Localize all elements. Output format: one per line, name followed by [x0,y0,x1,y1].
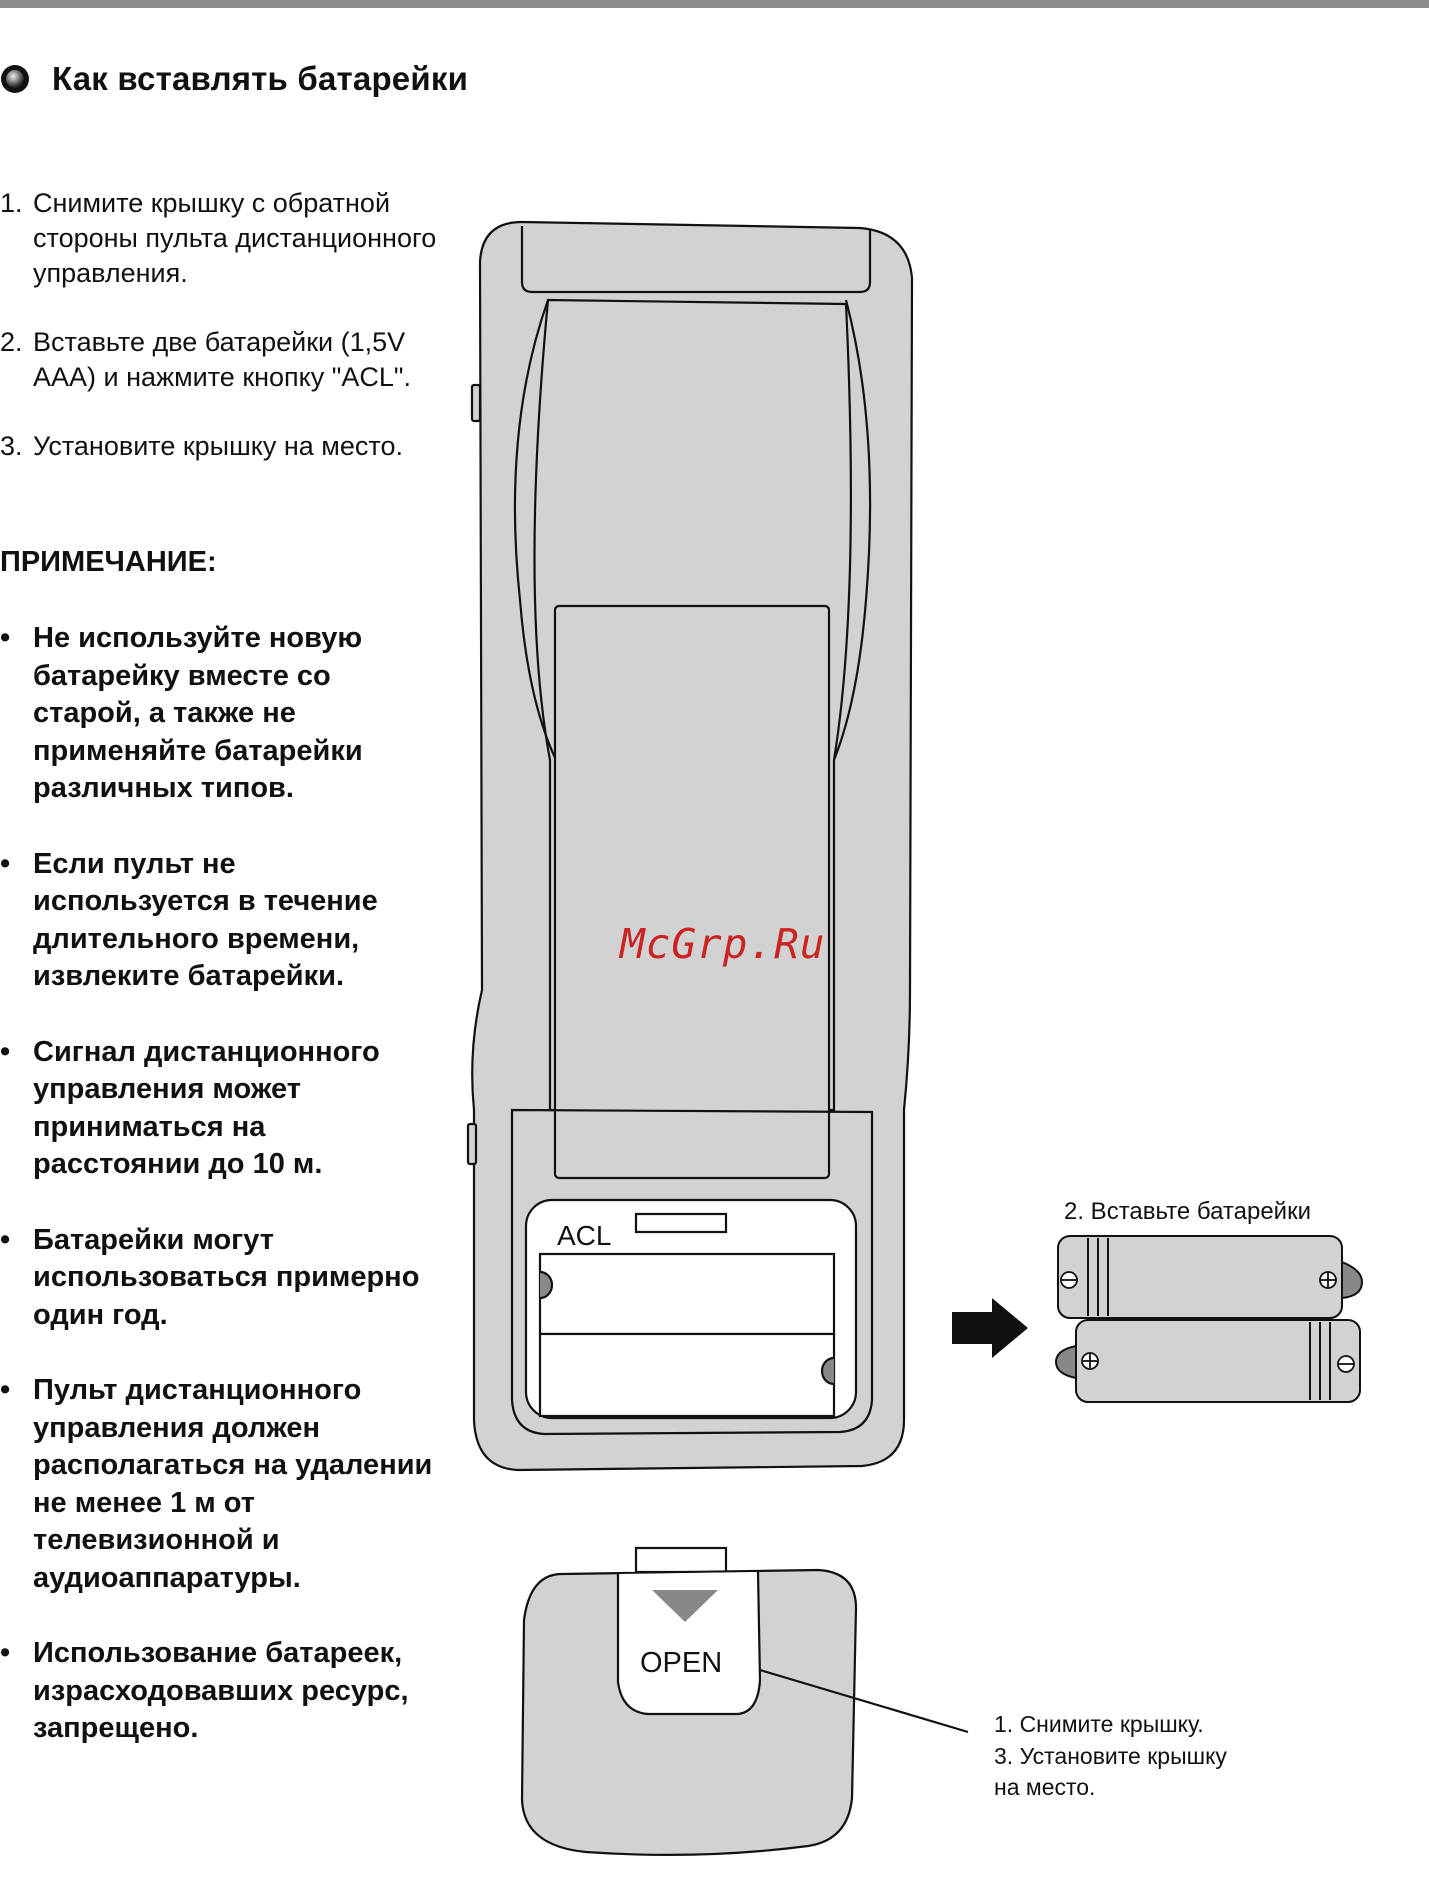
bullet-dot: • [0,1637,11,1669]
note-item: • Не используйте новую батарейку вместе … [0,620,440,808]
watermark: McGrp.Ru [620,920,826,968]
battery-pair-illustration [1054,1235,1364,1403]
note-text: Если пульт не используется в течение дли… [33,847,378,993]
step-text: Установите крышку на место. [33,431,403,461]
triangle-down-icon [652,1590,718,1622]
battery-bottom [1054,1319,1361,1403]
battery-slot-bottom [538,1332,836,1418]
step-number: 3. [0,431,23,461]
steps-list: 1. Снимите крышку с обратной стороны пул… [0,186,440,498]
battery-contact-right [820,1356,835,1386]
round-bullet-icon [1,65,29,93]
remote-inner-panel [553,604,831,1180]
battery-contact-left [539,1270,554,1300]
section-header: Как вставлять батарейки [0,60,468,98]
acl-label: ACL [557,1220,611,1251]
page-title: Как вставлять батарейки [52,60,469,97]
battery-cover-illustration [520,1546,969,1856]
bullet-dot: • [0,1223,11,1256]
cover-tab [634,1546,728,1574]
note-item: • Если пульт не используется в течение д… [0,846,440,996]
side-switch-lower [466,1122,478,1166]
insert-batteries-caption: 2. Вставьте батарейки [1064,1198,1311,1225]
bullet-dot: • [0,1035,11,1068]
remote-top-window [520,226,872,294]
bullet-dot: • [0,1374,11,1406]
remote-lower-section [510,1108,874,1436]
note-text: Сигнал дистанционного управления может п… [33,1035,380,1181]
note-item: • Пульт дистанционного управления должен… [0,1372,440,1597]
note-text: Пульт дистанционного управления должен р… [33,1374,433,1594]
arrow-right-icon [952,1298,1028,1358]
side-switch-upper [470,383,482,423]
note-item: • Использование батареек, израсходовавши… [0,1635,440,1748]
note-text: Не используйте новую батарейку вместе со… [33,622,363,804]
cover-latch [616,1571,762,1716]
step-item: 3. Установите крышку на место. [0,429,440,464]
battery-polarity-marks [1060,1271,1355,1373]
step-item: 2. Вставьте две батарейки (1,5V AAA) и н… [0,325,440,395]
note-item: • Сигнал дистанционного управления может… [0,1034,440,1184]
cover-caption-line-3: на место. [994,1774,1095,1800]
step-number: 1. [0,188,23,218]
remote-side-curve-right [832,299,872,761]
note-item: • Батарейки могут использоваться примерн… [0,1222,440,1335]
note-text: Батарейки могут использоваться примерно … [33,1223,420,1331]
battery-slot-top [538,1252,836,1336]
cover-caption-line-2: 3. Установите крышку [994,1743,1227,1769]
top-rule [0,0,1429,8]
step-text: Снимите крышку с обратной стороны пульта… [33,188,437,288]
bullet-dot: • [0,622,11,654]
bullet-dot: • [0,847,11,880]
battery-top [1057,1235,1364,1319]
step-text: Вставьте две батарейки (1,5V AAA) и нажм… [33,327,411,392]
cover-leader-line [759,1668,969,1734]
note-heading: ПРИМЕЧАНИЕ: [0,546,217,578]
remote-side-curve-left [513,299,557,761]
acl-button [634,1212,728,1234]
open-label: OPEN [640,1647,722,1679]
cover-caption-line-1: 1. Снимите крышку. [994,1711,1204,1737]
step-item: 1. Снимите крышку с обратной стороны пул… [0,186,440,291]
notes-list: • Не используйте новую батарейку вместе … [0,620,440,1786]
remote-upper-panel [533,298,852,1112]
note-text: Использование батареек, израсходовавших … [33,1637,409,1744]
remote-control-illustration [466,220,914,1472]
step-number: 2. [0,327,23,357]
